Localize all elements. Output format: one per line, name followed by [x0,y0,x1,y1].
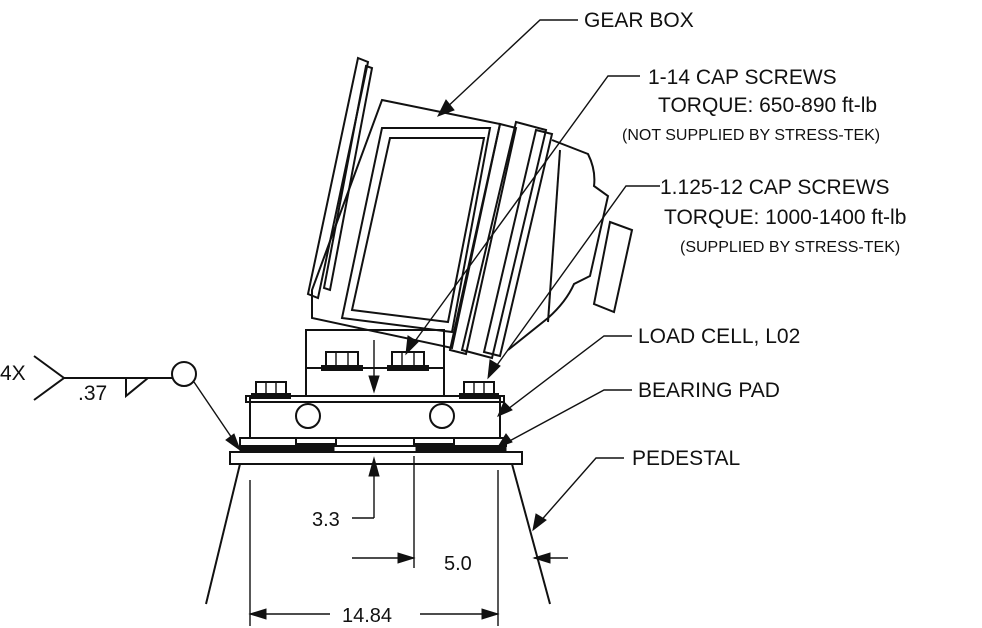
gear-box-ring-2 [460,120,548,360]
cap-screw-bolt-lower-left [251,381,291,399]
gear-box-ring-3 [482,128,554,358]
load-cell-hole-right [429,403,455,429]
bearing-pad-spacer-left [295,437,337,445]
cap-screws-1-name: 1-14 CAP SCREWS [648,66,837,89]
dimension-3-3-label: 3.3 [312,509,340,531]
pedestal-leader [537,457,624,525]
cap-screws-1-leader [409,75,640,349]
arrowhead [497,401,513,417]
arrowhead [487,359,501,380]
load-cell-label: LOAD CELL, L02 [638,325,800,348]
cap-screws-1-torque: TORQUE: 650-890 ft-lb [658,94,877,117]
gear-box-label: GEAR BOX [584,9,694,32]
load-cell [245,381,505,439]
leaders [405,19,660,532]
gear-box-housing [311,98,502,350]
arrowhead [496,433,513,448]
pedestal-left-leg [205,463,241,605]
arrowhead [405,335,419,356]
cap-screws-2-torque: TORQUE: 1000-1400 ft-lb [664,206,906,229]
dimension-5-0: 5.0 [352,456,568,575]
bearing-pad [239,437,507,453]
cap-screw-bolt-lower-right [459,381,499,399]
gear-box-ring-1 [448,122,518,356]
bearing-pad-label: BEARING PAD [638,379,780,402]
bearing-pad-leader [503,389,632,445]
bearing-pad-plate [239,437,507,447]
weld-quantity-label: 4X [0,362,26,385]
arrowhead [532,513,547,532]
dimension-14-84: 14.84 [248,470,500,627]
cap-screws-upper [321,351,429,371]
load-cell-top-lip [245,395,505,403]
cap-screws-2-note: (SUPPLIED BY STRESS-TEK) [680,239,900,256]
load-cell-hole-left [295,403,321,429]
arrowhead [368,375,380,394]
gear-box-flange-inner [322,64,374,292]
arrowhead [436,99,455,117]
gear-box-leader [443,19,578,111]
weld-symbol-arrow-line [193,381,237,445]
cap-screw-bolt [321,351,363,371]
weld-size-label: .37 [78,382,107,405]
gear-box-output-body [507,139,610,351]
gear-box-output-edge [547,149,561,323]
dimension-3-3: 3.3 [312,340,380,531]
load-cell-leader [503,335,632,413]
dimension-14-84-label: 14.84 [342,605,392,627]
bearing-pad-spacer-right [413,437,455,445]
dimension-5-0-label: 5.0 [444,553,472,575]
gear-box-flange [306,56,370,300]
pedestal-right-leg [511,463,551,605]
arrowhead [368,456,380,477]
cap-screws-2-leader [491,185,660,373]
arrowhead [481,608,500,620]
weld-symbol: 4X .37 [0,355,242,452]
gear-box-window-inner [350,137,486,324]
arrowhead [532,552,551,564]
gear-box [306,56,634,360]
arrowhead [225,433,242,452]
pedestal-top-plate [229,451,523,465]
gear-box-shaft [592,220,634,314]
weld-all-around-icon [171,361,197,387]
arrowhead [248,608,267,620]
cap-screws-1-note: (NOT SUPPLIED BY STRESS-TEK) [622,127,880,144]
cap-screws-2-name: 1.125-12 CAP SCREWS [660,176,890,199]
arrowhead [397,552,416,564]
gear-box-window-outer [340,127,492,334]
pedestal-label: PEDESTAL [632,447,740,470]
fillet-weld-icon [125,377,149,399]
weld-symbol-tail [33,355,66,401]
